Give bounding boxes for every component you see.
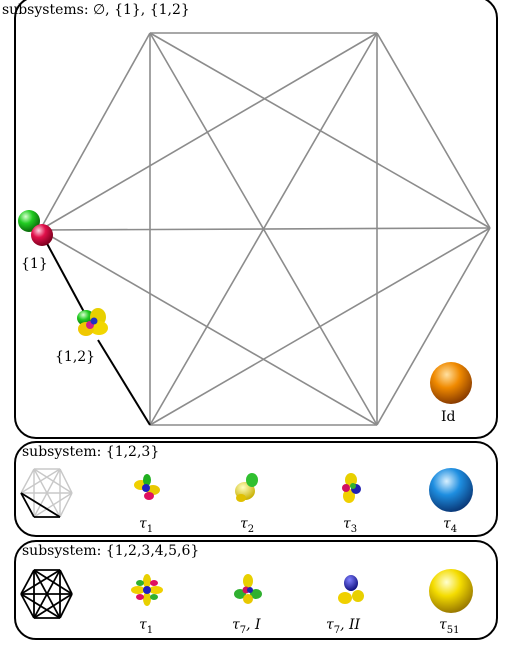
panel-123-tau-2: τ2: [240, 516, 255, 535]
node-12-orbital: [77, 308, 108, 336]
panel-123456-tau-1: τ1: [139, 617, 154, 636]
panel-123456-tau-51: τ51: [439, 617, 460, 636]
highlighted-path: [43, 237, 151, 426]
panel-123-tau-1: τ1: [139, 516, 154, 535]
panel-123456-tau-7-i: τ7, I: [232, 617, 261, 636]
panel-123-tau-4: τ4: [443, 516, 458, 535]
panel-123456-tau-7-ii: τ7, II: [326, 617, 361, 636]
panel-123-tau-3: τ3: [343, 516, 358, 535]
id-label: Id: [441, 409, 456, 425]
node-1-spheres: [18, 210, 53, 246]
panel-123: [14, 441, 498, 537]
panel-123456-title: subsystem: {1,2,3,4,5,6}: [22, 543, 200, 559]
top-panel: [14, 0, 498, 439]
node-12-label: {1,2}: [55, 349, 96, 365]
node-1-label: {1}: [21, 256, 48, 272]
panel-123-title: subsystem: {1,2,3}: [22, 444, 160, 460]
id-sphere: [430, 362, 472, 404]
graph-edges: [39, 32, 491, 426]
top-panel-title: subsystems: ∅, {1}, {1,2}: [2, 2, 190, 18]
